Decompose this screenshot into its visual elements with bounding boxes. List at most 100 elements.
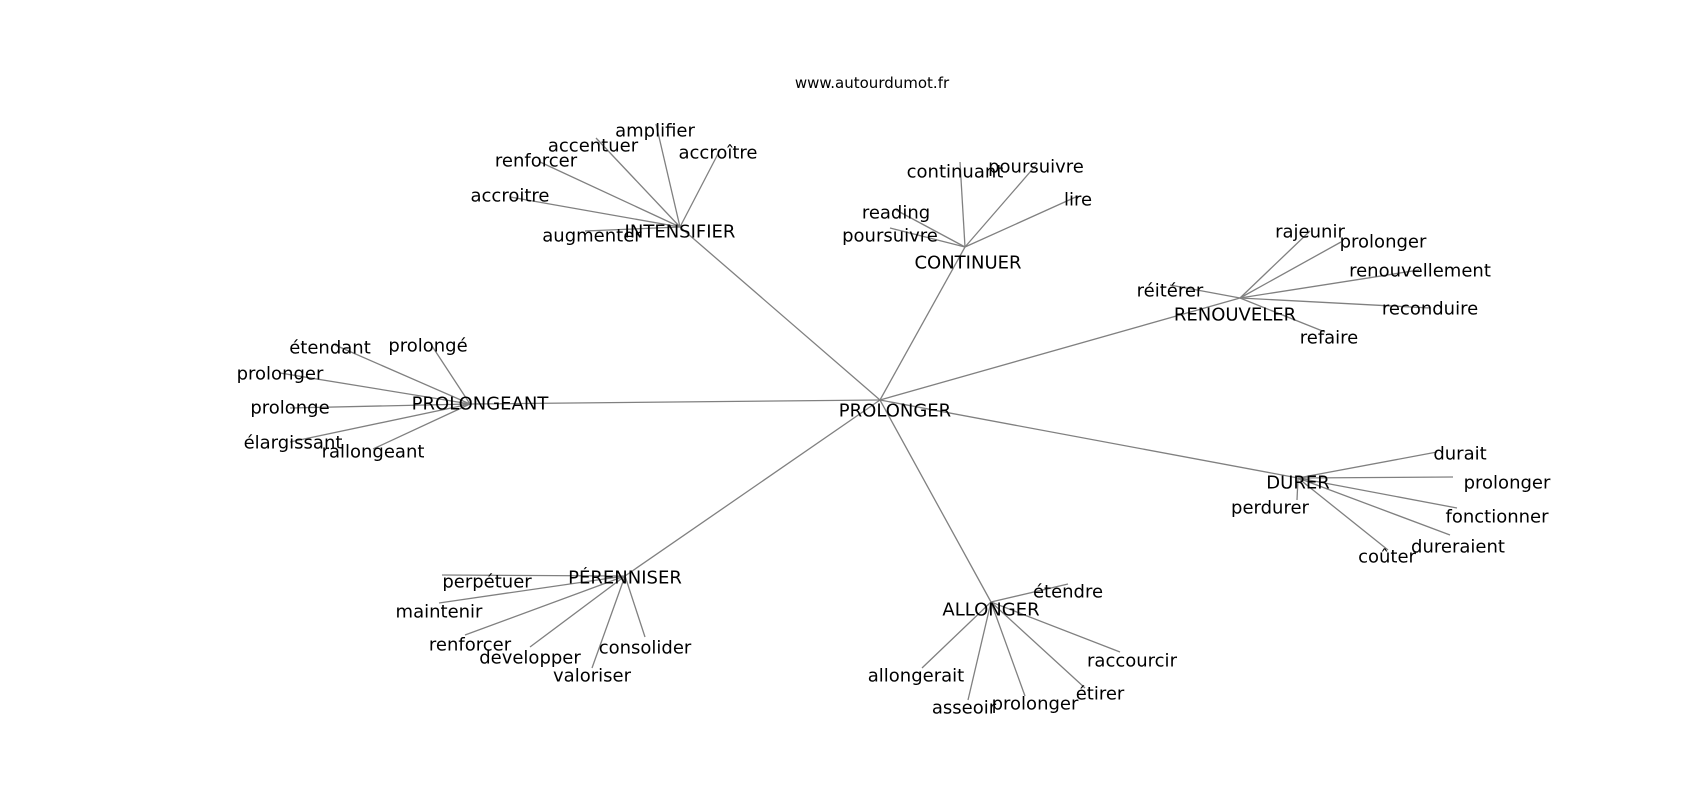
leaf-node-label: poursuivre (842, 226, 938, 247)
leaf-node-label: raccourcir (1087, 651, 1178, 672)
leaf-node-label: poursuivre (988, 157, 1084, 178)
leaf-node-label: prolonger (1340, 232, 1427, 253)
leaf-edge (1239, 297, 1431, 309)
leaf-node-label: renouvellement (1349, 261, 1491, 282)
leaf-node-label: accroître (679, 143, 758, 164)
hub-edge (679, 226, 881, 401)
leaf-node-label: renforcer (429, 635, 512, 656)
center-node-label: PROLONGER (839, 401, 951, 422)
source-url: www.autourdumot.fr (795, 74, 950, 92)
leaf-edge (1297, 477, 1458, 509)
leaf-node-label: renforcer (495, 151, 578, 172)
leaf-node-label: étirer (1076, 684, 1125, 705)
cluster-node-label: DURER (1266, 473, 1329, 494)
leaf-edge (1239, 230, 1311, 299)
hub-edge (624, 399, 881, 577)
leaf-edge (372, 403, 471, 450)
leaf-edge (1297, 451, 1438, 479)
hub-edge (879, 399, 992, 603)
cluster-node-label: RENOUVELER (1174, 305, 1296, 326)
leaf-node-label: maintenir (396, 602, 484, 623)
leaf-edge (289, 403, 471, 409)
leaf-edge (1239, 269, 1420, 299)
hub-edge (879, 246, 966, 401)
leaf-node-label: valoriser (553, 666, 632, 687)
cluster-node-label: CONTINUER (914, 253, 1021, 274)
leaf-node-label: prolongé (388, 336, 467, 357)
leaf-node-label: prolonger (992, 694, 1079, 715)
leaf-edge (964, 195, 1079, 248)
leaf-node-label: perpétuer (442, 572, 532, 593)
graph-edges (279, 123, 1458, 701)
leaf-node-label: accroitre (471, 186, 550, 207)
leaf-edge (990, 601, 1026, 697)
leaf-edge (990, 601, 1121, 653)
leaf-edge (967, 601, 992, 701)
leaf-node-label: asseoir (932, 698, 997, 719)
leaf-edge (624, 575, 646, 638)
leaf-edge (990, 601, 1086, 689)
leaf-node-label: prolonger (1464, 473, 1551, 494)
leaf-node-label: réitérer (1137, 281, 1204, 302)
leaf-node-label: accentuer (548, 136, 639, 157)
leaf-node-label: fonctionner (1445, 507, 1549, 528)
hub-edge (469, 399, 881, 405)
leaf-edge (441, 574, 626, 577)
leaf-node-label: developper (479, 648, 581, 669)
hub-edge (879, 297, 1241, 401)
leaf-edge (595, 137, 681, 228)
leaf-edge (959, 161, 966, 248)
leaf-node-label: continuant (907, 162, 1004, 183)
leaf-edge (921, 601, 992, 669)
leaf-edge (584, 226, 681, 232)
leaf-edge (438, 575, 626, 604)
leaf-edge (1296, 477, 1299, 501)
leaf-node-label: rallongeant (322, 442, 425, 463)
leaf-edge (1297, 477, 1451, 536)
leaf-edge (1297, 477, 1389, 551)
leaf-edge (1239, 297, 1326, 333)
leaf-node-label: étendre (1033, 582, 1103, 603)
cluster-node-label: PÉRENNISER (568, 567, 682, 589)
leaf-node-label: amplifier (615, 121, 695, 142)
leaf-edge (334, 344, 471, 405)
cluster-node-label: ALLONGER (942, 600, 1039, 621)
leaf-node-label: consolider (599, 638, 692, 659)
leaf-edge (1297, 476, 1454, 479)
leaf-edge (279, 372, 471, 405)
leaf-edge (431, 345, 471, 405)
leaf-edge (655, 123, 681, 228)
leaf-node-label: reading (862, 203, 930, 224)
leaf-node-label: élargissant (244, 433, 343, 454)
leaf-edge (1239, 241, 1342, 299)
leaf-edge (529, 575, 626, 648)
leaf-edge (964, 163, 1038, 248)
leaf-edge (1169, 284, 1241, 299)
leaf-node-label: prolonger (237, 364, 324, 385)
hub-edge (879, 399, 1299, 479)
leaf-node-label: perdurer (1231, 498, 1309, 519)
cluster-node-label: PROLONGEANT (412, 394, 550, 415)
leaf-node-label: allongerait (868, 666, 964, 687)
leaf-node-label: augmenter (542, 226, 642, 247)
leaf-node-label: lire (1064, 190, 1092, 211)
leaf-node-label: rajeunir (1275, 222, 1345, 243)
leaf-node-label: reconduire (1382, 299, 1478, 320)
leaf-node-label: dureraient (1411, 537, 1505, 558)
leaf-node-label: refaire (1300, 328, 1359, 349)
leaf-edge (889, 227, 966, 248)
leaf-edge (539, 161, 681, 228)
leaf-edge (990, 583, 1069, 603)
cluster-node-label: INTENSIFIER (625, 222, 736, 243)
leaf-node-label: prolonge (250, 398, 329, 419)
leaf-edge (464, 575, 626, 636)
leaf-edge (679, 149, 721, 228)
leaf-node-label: durait (1433, 444, 1486, 465)
leaf-edge (509, 196, 681, 228)
leaf-edge (591, 575, 626, 669)
leaf-node-label: coûter (1358, 547, 1416, 568)
leaf-edge (895, 209, 966, 248)
leaf-node-label: étendant (289, 338, 371, 359)
